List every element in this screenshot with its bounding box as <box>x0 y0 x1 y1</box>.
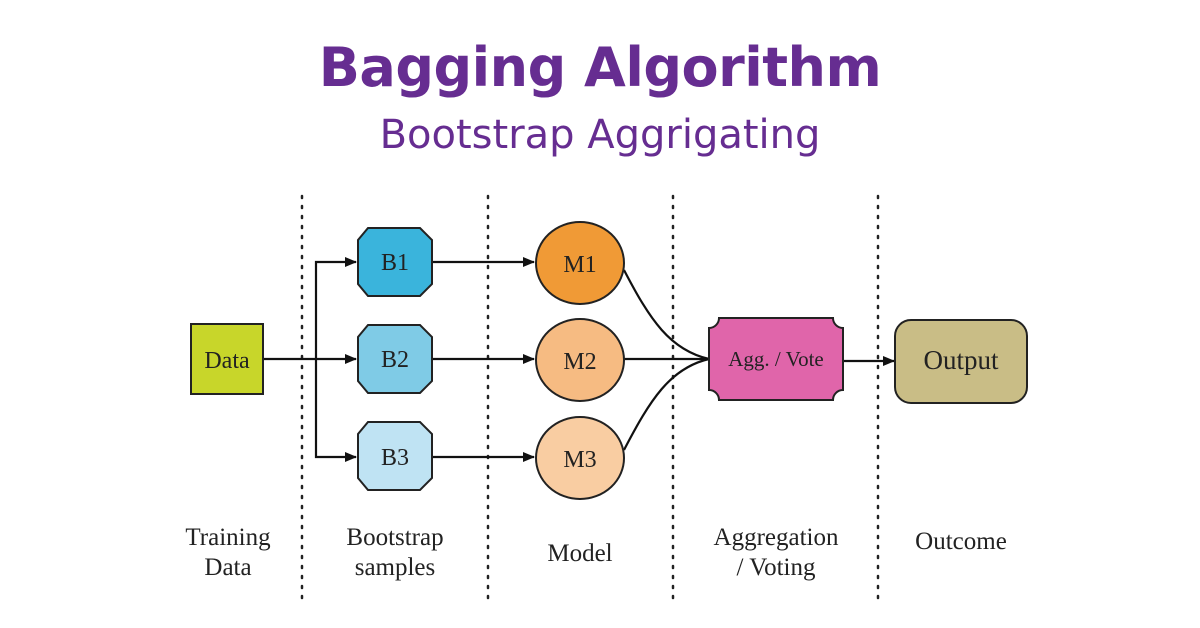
column-label-outcome: Outcome <box>915 528 1007 555</box>
node-m2: M2 <box>535 318 625 402</box>
node-b3-label: B3 <box>381 445 409 471</box>
column-label-model: Model <box>547 540 612 567</box>
node-data-label: Data <box>204 348 250 374</box>
node-b1-label: B1 <box>381 250 409 276</box>
column-label-training-line2: Data <box>204 554 251 581</box>
node-m3: M3 <box>535 416 625 500</box>
node-m1: M1 <box>535 221 625 305</box>
edge-data-b3 <box>314 359 357 462</box>
column-label-aggregation-line2: / Voting <box>737 554 816 581</box>
page-title: Bagging Algorithm <box>318 36 882 99</box>
column-label-aggregation-line1: Aggregation <box>714 524 839 551</box>
node-b2: B2 <box>357 324 433 394</box>
node-b3: B3 <box>357 421 433 491</box>
node-output: Output <box>894 319 1028 404</box>
node-m1-label: M1 <box>563 252 596 278</box>
edge-data-b1 <box>314 257 357 359</box>
node-m3-label: M3 <box>563 447 596 473</box>
node-agg: Agg. / Vote <box>708 317 844 401</box>
node-agg-label: Agg. / Vote <box>728 347 823 371</box>
edge-m3-agg <box>623 357 710 451</box>
node-b2-label: B2 <box>381 347 409 373</box>
column-label-training-line1: Training <box>185 524 271 551</box>
node-m2-label: M2 <box>563 349 596 375</box>
edge-m1-agg <box>623 269 710 361</box>
node-output-label: Output <box>923 345 999 375</box>
page-subtitle: Bootstrap Aggrigating <box>379 112 821 158</box>
column-label-bootstrap-line1: Bootstrap <box>346 524 443 551</box>
node-data: Data <box>190 323 264 395</box>
node-b1: B1 <box>357 227 433 297</box>
column-label-bootstrap-line2: samples <box>355 554 436 581</box>
